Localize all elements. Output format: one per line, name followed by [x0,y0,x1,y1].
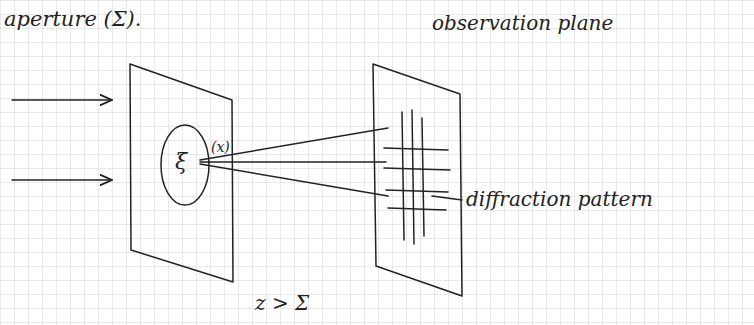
ray-line [200,164,388,196]
aperture-screen [130,64,233,282]
ray-line [200,128,388,160]
observation-screen [373,64,462,296]
fringe-line [386,190,448,192]
incident-ray [12,99,112,101]
symbol-label: ξ [175,150,187,174]
fringe-line [384,168,450,170]
annotation-label: observation plane [432,12,613,34]
incident-ray [12,179,112,181]
fringe-line [388,208,446,210]
fringe-line [422,118,424,236]
leader-line [432,196,462,200]
annotation-label: diffraction pattern [466,188,653,210]
annotation-label: aperture (Σ). [4,8,141,31]
fringe-line [402,112,404,240]
fringe-line [412,110,414,244]
annotation-label: z > Σ [255,292,309,314]
ray-line [200,161,386,163]
symbol-label: (x) [211,140,230,155]
fringe-line [384,148,448,150]
